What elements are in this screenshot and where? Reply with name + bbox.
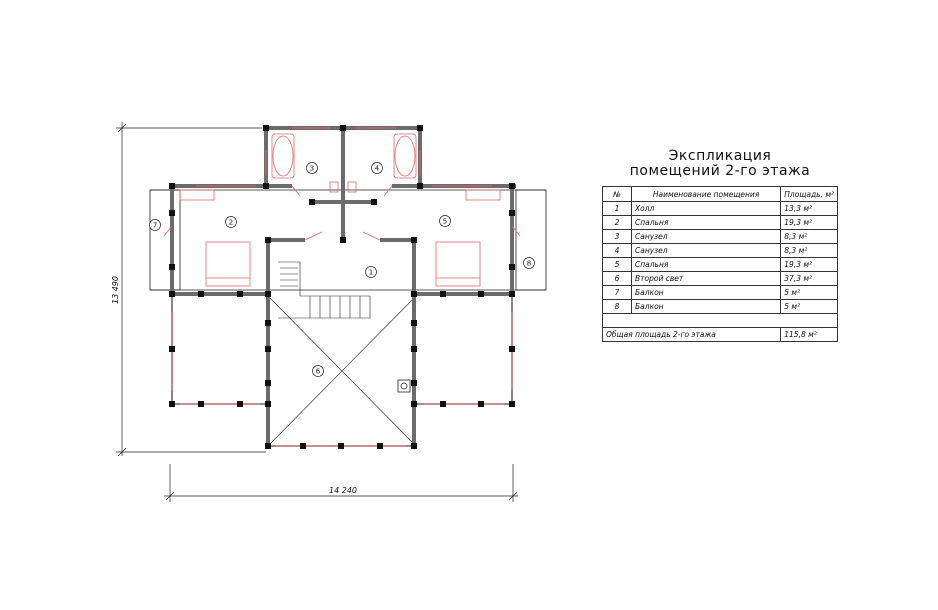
stairs [278, 261, 371, 319]
row-num: 3 [602, 229, 632, 244]
row-area: 8,3 м² [780, 229, 838, 244]
svg-text:6: 6 [316, 368, 321, 376]
door-balcony-right [511, 225, 521, 237]
col-area-header: Площадь, м² [780, 186, 838, 202]
bathtub-right [394, 135, 416, 177]
total-value: 115,8 м² [780, 327, 838, 342]
row-num: 7 [602, 285, 632, 300]
svg-text:7: 7 [153, 222, 157, 230]
bed-right [435, 241, 481, 287]
door-hall-right [362, 231, 381, 241]
row-num: 5 [602, 257, 632, 272]
second-light-cross [267, 295, 417, 447]
balcony-right-outline [515, 189, 547, 291]
row-name: Санузел [630, 243, 782, 258]
dimension-height-label: 13 490 [111, 276, 120, 304]
svg-text:3: 3 [310, 165, 314, 173]
wardrobe-right [465, 189, 501, 201]
posts [169, 125, 515, 449]
svg-text:8: 8 [527, 260, 531, 268]
door-bath-right [383, 185, 393, 197]
furniture [179, 133, 501, 287]
room-marker-7: 7 [149, 219, 161, 231]
bathtub-left [272, 135, 294, 177]
row-area: 19,3 м² [780, 215, 838, 230]
row-name: Второй свет [630, 271, 782, 286]
room-marker-5: 5 [439, 215, 451, 227]
row-area: 19,3 м² [780, 257, 838, 272]
row-num: 8 [602, 299, 632, 314]
room-marker-4: 4 [371, 162, 383, 174]
dimension-width-label: 14 240 [329, 486, 357, 495]
svg-text:4: 4 [375, 165, 380, 173]
svg-text:1: 1 [369, 269, 373, 277]
door-bath-left [291, 185, 301, 197]
chimney [397, 379, 411, 393]
toilet-right [347, 181, 357, 193]
svg-text:2: 2 [229, 219, 233, 227]
table-header-row: № Наименование помещения Площадь, м² [602, 186, 838, 202]
room-markers: 1 2 3 4 5 6 7 8 [149, 162, 535, 377]
row-num: 2 [602, 215, 632, 230]
table-row-empty [602, 313, 838, 328]
room-marker-2: 2 [225, 216, 237, 228]
walls [170, 126, 516, 446]
room-marker-6: 6 [312, 365, 324, 377]
outline-lines [149, 189, 547, 291]
svg-text:5: 5 [443, 218, 447, 226]
row-area: 37,3 м² [780, 271, 838, 286]
col-name-header: Наименование помещения [630, 186, 782, 202]
row-area: 5 м² [780, 299, 838, 314]
row-name: Санузел [630, 229, 782, 244]
row-name: Спальня [630, 257, 782, 272]
table-title-line2: помещений 2-го этажа [629, 163, 811, 179]
row-area: 13,3 м² [780, 201, 838, 216]
balcony-left-outline [149, 189, 181, 291]
row-num: 4 [602, 243, 632, 258]
door-balcony-left [163, 225, 173, 237]
row-num: 6 [602, 271, 632, 286]
row-num: 1 [602, 201, 632, 216]
door-hall-left [304, 231, 323, 241]
dimensions [116, 122, 518, 502]
doors [163, 185, 521, 241]
wardrobe-left [179, 189, 215, 201]
toilet-left [329, 181, 339, 193]
row-name: Холл [630, 201, 782, 216]
row-name: Спальня [630, 215, 782, 230]
row-area: 5 м² [780, 285, 838, 300]
room-marker-8: 8 [523, 257, 535, 269]
table-total-row: Общая площадь 2-го этажа 115,8 м² [601, 327, 838, 342]
col-num-header: № [602, 186, 632, 202]
total-label: Общая площадь 2-го этажа [601, 327, 782, 342]
room-marker-3: 3 [306, 162, 318, 174]
row-name: Балкон [630, 299, 782, 314]
bed-left [205, 241, 251, 287]
row-area: 8,3 м² [780, 243, 838, 258]
table-title-line1: Экспликация [668, 148, 772, 164]
room-marker-1: 1 [365, 266, 377, 278]
row-name: Балкон [630, 285, 782, 300]
